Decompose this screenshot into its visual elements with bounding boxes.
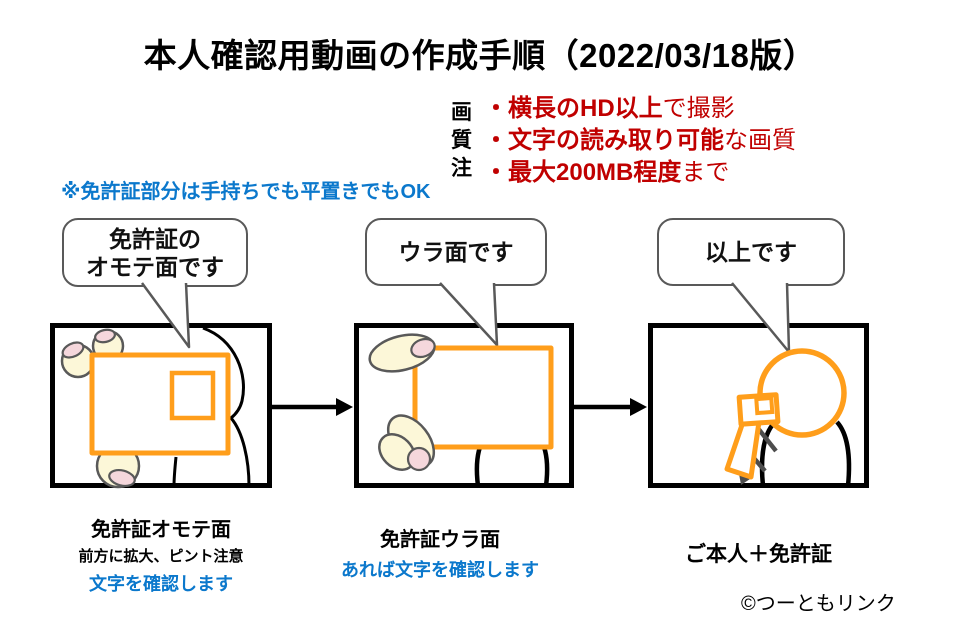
shoulder-detail-line — [755, 425, 778, 453]
thumb — [378, 433, 416, 471]
person-silhouette — [202, 326, 251, 487]
fingernail — [410, 337, 436, 359]
panel3-illustration — [724, 348, 852, 487]
license-photo-box — [169, 370, 216, 421]
speech-tail-3 — [731, 282, 791, 354]
caption-step-2: 免許証ウラ面 あれば文字を確認します — [330, 523, 550, 582]
caption-note: 文字を確認します — [89, 574, 233, 594]
shoulder-detail-line — [745, 448, 767, 473]
quality-note-item: ・文字の読み取り可能な画質 — [484, 127, 796, 154]
speech-bubble-front-side: 免許証の オモテ面です — [62, 218, 248, 287]
quality-note-item: ・最大200MB程度まで — [484, 159, 730, 186]
caption-title: ご本人＋免許証 — [685, 543, 832, 566]
license-card-small — [736, 392, 781, 427]
caption-subtitle: 前方に拡大、ピント注意 — [78, 548, 244, 565]
finger — [60, 343, 96, 379]
caption-note: あれば文字を確認します — [341, 560, 539, 580]
person-arm-line — [172, 456, 178, 487]
thumbnail — [108, 468, 136, 488]
arm — [724, 416, 762, 480]
license-photo-box — [754, 395, 775, 416]
thumbnail — [406, 446, 432, 472]
quality-note-item: ・横長のHD以上で撮影 — [484, 95, 735, 122]
fingernail — [94, 328, 116, 344]
license-card-outline — [736, 392, 781, 427]
person-body-line — [474, 446, 483, 487]
speech-bubble-back-side: ウラ面です — [365, 218, 547, 286]
copyright-text: ©つーともリンク — [741, 593, 896, 615]
finger — [368, 333, 436, 373]
speech-tail-1 — [140, 282, 191, 349]
thumb — [386, 414, 436, 468]
speech-tail-2 — [439, 282, 499, 347]
video-frame-2 — [354, 323, 574, 488]
elbow-mark — [738, 468, 753, 485]
license-card-back — [412, 345, 554, 450]
person-head — [757, 348, 847, 438]
page-title: 本人確認用動画の作成手順（2022/03/18版） — [143, 37, 817, 74]
caption-title: 免許証ウラ面 — [380, 529, 500, 551]
arrow-right-icon — [272, 398, 353, 416]
caption-step-1: 免許証オモテ面 前方に拡大、ピント注意 文字を確認します — [50, 513, 272, 596]
person-body-line — [541, 446, 550, 487]
person-shoulder-line — [759, 419, 778, 487]
finger — [91, 329, 125, 363]
video-frame-1 — [50, 323, 272, 488]
speech-bubble-done: 以上です — [657, 218, 845, 286]
person-shoulder-line — [835, 420, 852, 487]
caption-title: 免許証オモテ面 — [91, 519, 231, 541]
thumb — [95, 443, 141, 489]
panel1-illustration — [60, 326, 251, 489]
arrow-right-icon — [574, 398, 647, 416]
handheld-ok-note: ※免許証部分は手持ちでも平置きでもOK — [61, 181, 431, 203]
quality-note-list: ・横長のHD以上で撮影 ・文字の読み取り可能な画質 ・最大200MB程度まで — [484, 93, 796, 189]
caption-step-3: ご本人＋免許証 — [648, 538, 869, 568]
quality-note-label: 画 質 注 — [451, 101, 472, 180]
license-card-front — [89, 352, 231, 456]
panel2-illustration — [368, 333, 554, 487]
video-frame-3 — [648, 323, 869, 488]
fingernail — [61, 341, 85, 359]
